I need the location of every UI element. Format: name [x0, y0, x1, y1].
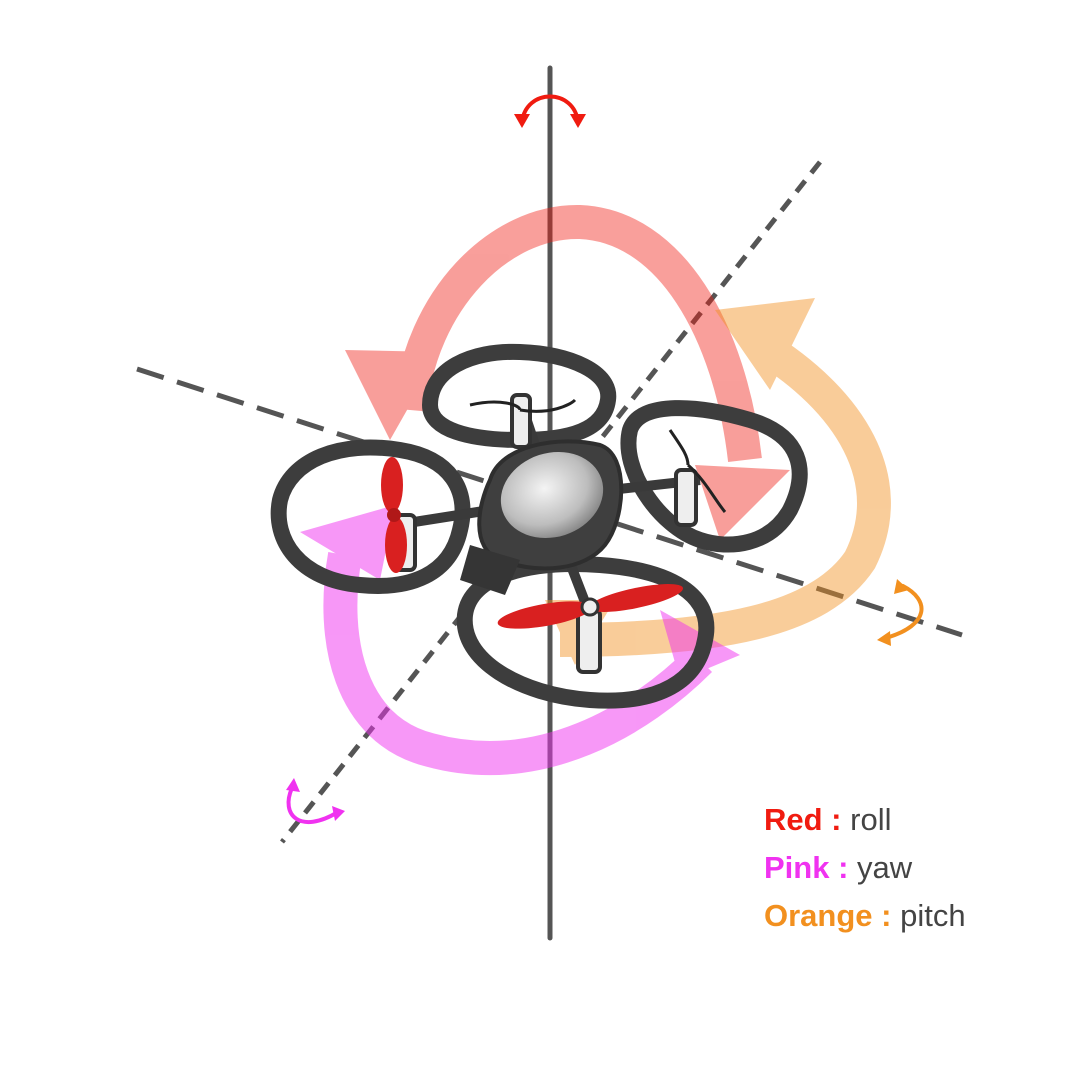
- roll-rotation-icon: [286, 778, 345, 824]
- prop-guard-right: [620, 400, 808, 553]
- propeller-back: [469, 398, 577, 413]
- drone-dome: [500, 451, 604, 539]
- legend-value-yaw: yaw: [857, 850, 913, 885]
- prop-guard-back: [421, 343, 617, 449]
- roll-arrow: [345, 204, 790, 540]
- legend-item-pitch: Orange : pitch: [764, 892, 966, 940]
- propeller-left: [381, 457, 407, 573]
- legend-item-roll: Red : roll: [764, 796, 966, 844]
- quadcopter-drone: [270, 343, 808, 709]
- legend-key-roll: Red :: [764, 802, 842, 837]
- pitch-rotation-icon: [877, 579, 924, 646]
- legend-value-roll: roll: [850, 802, 892, 837]
- prop-guard-left: [270, 439, 471, 594]
- vertical-rotation-icon: [514, 94, 586, 128]
- propeller-right: [668, 429, 727, 513]
- legend-key-yaw: Pink :: [764, 850, 849, 885]
- legend-key-pitch: Orange :: [764, 898, 892, 933]
- legend: Red : roll Pink : yaw Orange : pitch: [764, 796, 966, 940]
- legend-item-yaw: Pink : yaw: [764, 844, 966, 892]
- legend-value-pitch: pitch: [900, 898, 966, 933]
- propeller-front: [497, 584, 683, 629]
